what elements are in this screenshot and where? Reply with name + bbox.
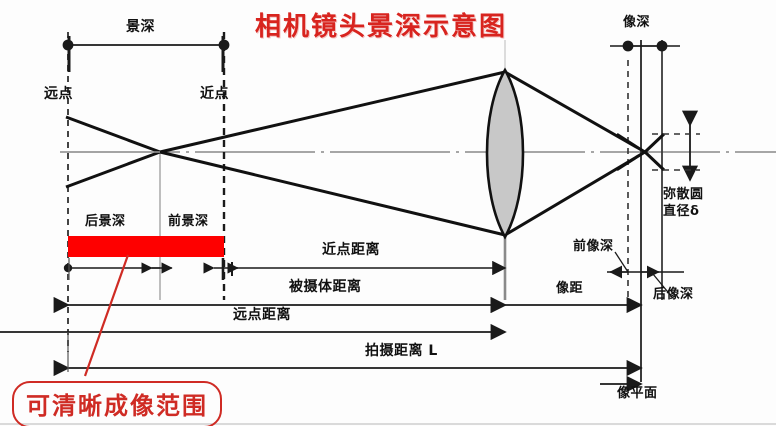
background-guides (0, 151, 776, 425)
clear-imaging-range-callout: 可清晰成像范围 (12, 381, 222, 426)
label-subject-distance: 被摄体距离 (289, 279, 362, 295)
near-point-distance-dimension (231, 260, 507, 276)
label-image-distance: 像距 (556, 281, 584, 296)
light-rays-object-side (65, 70, 506, 237)
label-circle-of-confusion-line1: 弥散圆 (663, 187, 704, 202)
light-rays-image-side (504, 70, 666, 237)
label-circle-of-confusion-line2: 直径δ (663, 204, 700, 219)
depth-of-field-dimension (62, 36, 230, 72)
label-rear-dof: 后景深 (85, 214, 126, 229)
label-near-point: 近点 (200, 86, 229, 102)
label-rear-image-depth: 后像深 (653, 287, 694, 302)
label-far-point-distance: 远点距离 (233, 307, 291, 323)
label-image-depth: 像深 (623, 15, 651, 30)
page-title: 相机镜头景深示意图 (255, 12, 508, 42)
label-front-dof: 前景深 (168, 214, 209, 229)
shooting-distance-dimension (53, 332, 643, 377)
dof-subdivision-ticks (63, 258, 239, 280)
lens-element (485, 67, 525, 240)
label-front-image-depth: 前像深 (573, 239, 614, 254)
label-image-plane: 像平面 (617, 386, 658, 401)
label-depth-of-field: 景深 (126, 19, 155, 35)
label-shooting-distance: 拍摄距离 L (365, 343, 438, 359)
label-near-point-distance: 近点距离 (322, 242, 380, 258)
clear-imaging-range-bar (68, 236, 224, 257)
label-far-point: 远点 (44, 86, 73, 102)
circle-of-confusion-dimension (652, 110, 700, 182)
image-depth-split-dimension (607, 251, 684, 298)
callout-leader-line (83, 254, 130, 377)
